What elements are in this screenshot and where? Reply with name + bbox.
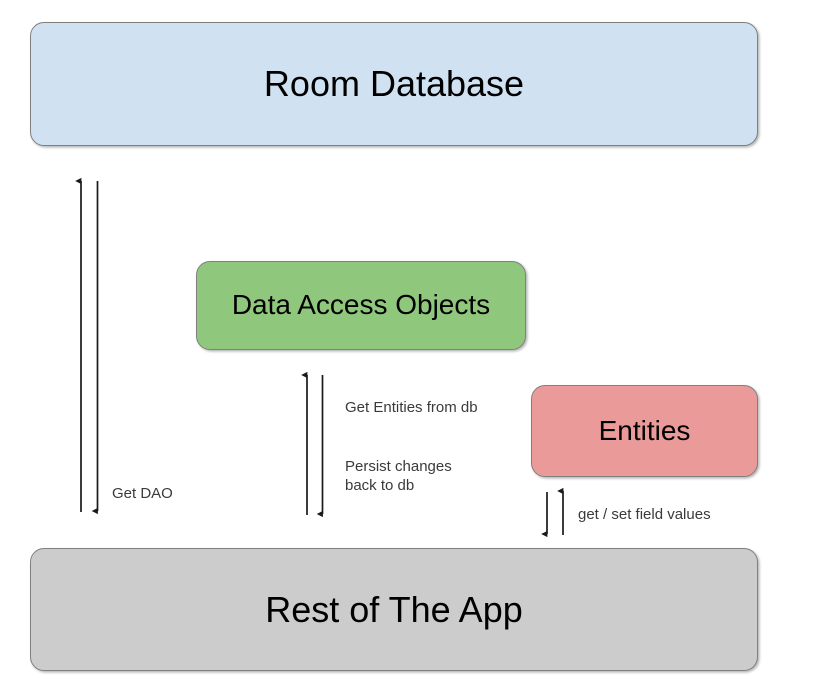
edge-label-persist-line-1: Persist changes (345, 458, 452, 475)
edge-label-get-entities-from-db: Get Entities from db (345, 399, 478, 416)
edge-label-persist-line-2: back to db (345, 477, 415, 495)
node-data-access-objects[interactable]: Data Access Objects (196, 261, 526, 350)
node-entities-label: Entities (598, 414, 691, 446)
node-rest-of-the-app-label: Rest of The App (265, 588, 523, 630)
node-entities[interactable]: Entities (531, 385, 758, 477)
node-room-database-label: Room Database (263, 63, 525, 105)
node-data-access-objects-label: Data Access Objects (231, 289, 491, 321)
edge-label-get-set-field-values: get / set field values (578, 506, 711, 523)
edge-label-get-dao: Get DAO (112, 485, 173, 502)
edge-label-persist-changes-back-to-db: Persist changes back to db (345, 457, 452, 495)
node-rest-of-the-app[interactable]: Rest of The App (30, 548, 758, 671)
node-room-database[interactable]: Room Database (30, 22, 758, 146)
